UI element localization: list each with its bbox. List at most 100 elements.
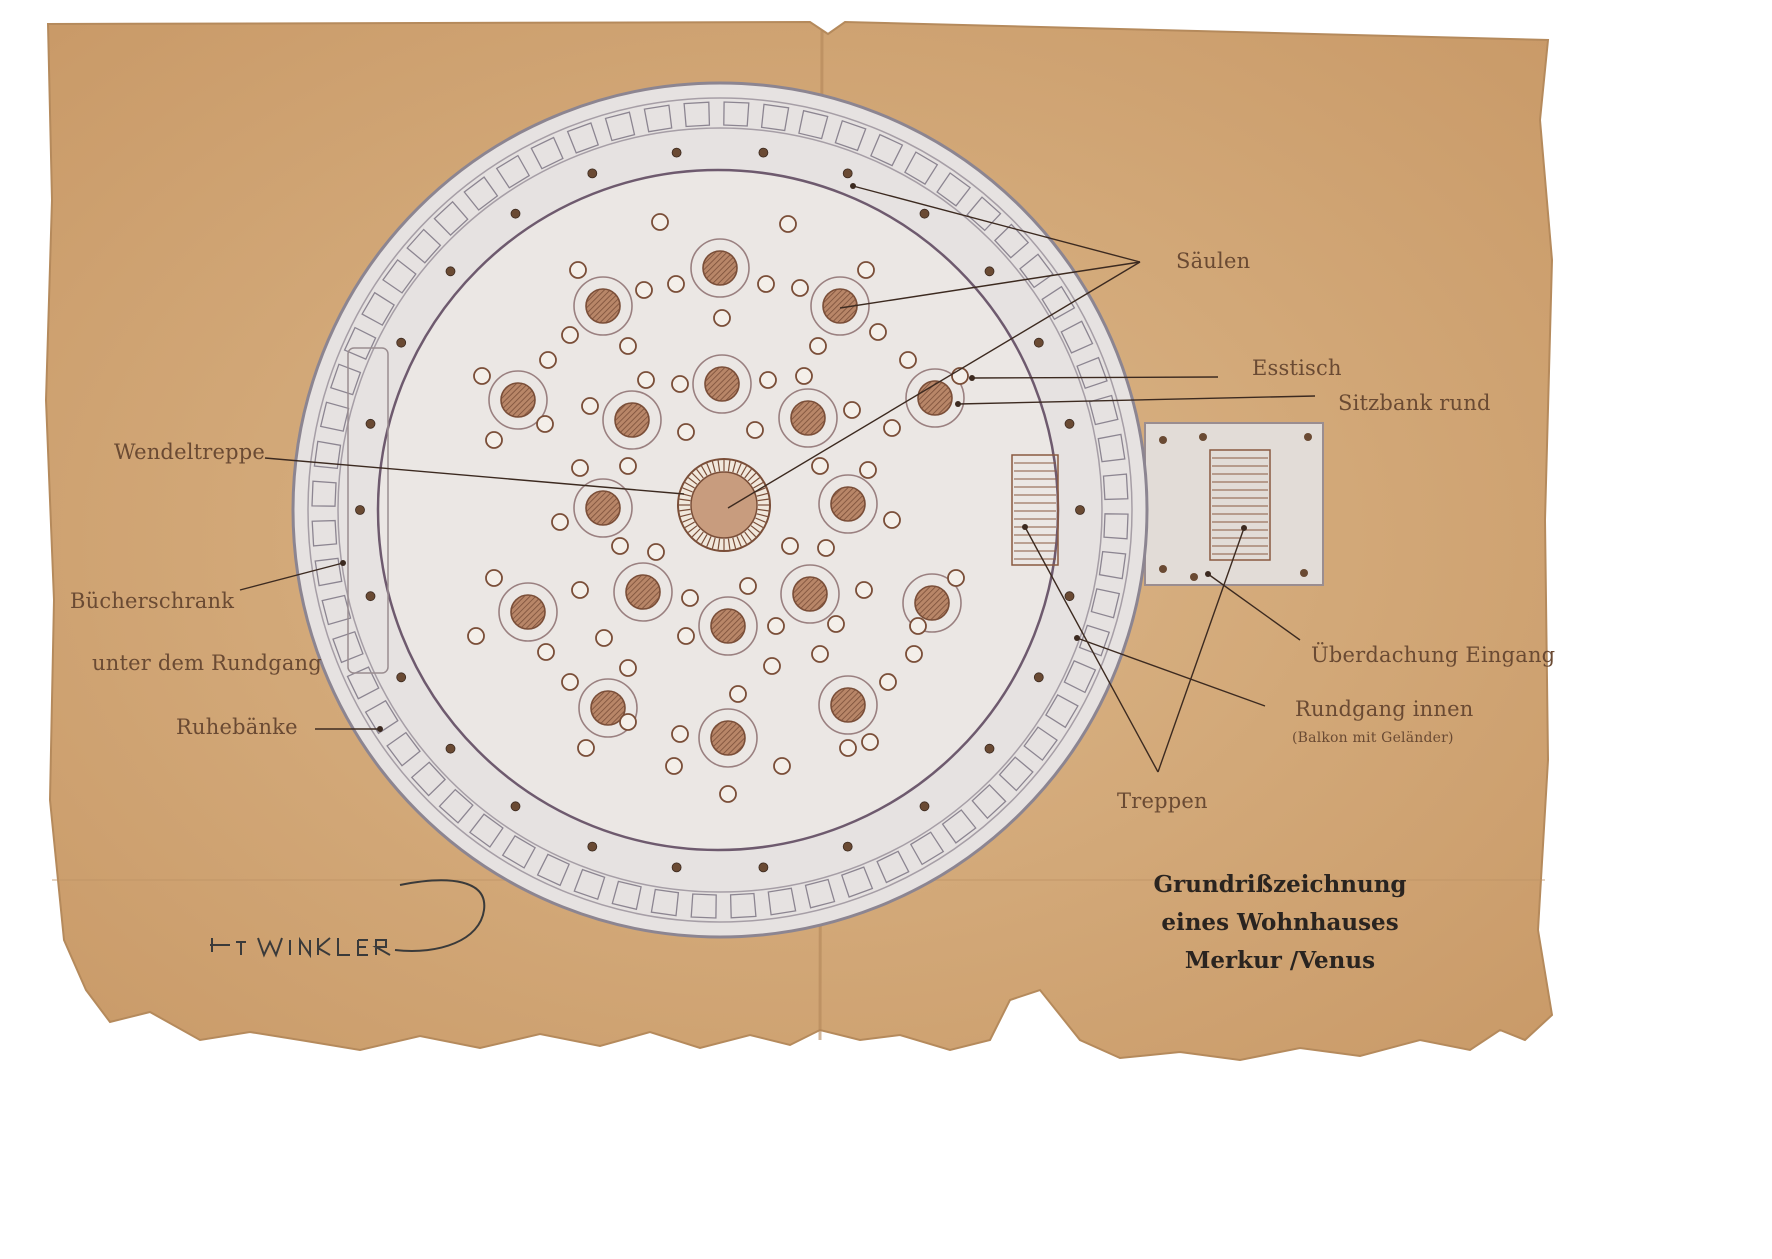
bench-segment — [870, 133, 904, 167]
bench-segment — [1102, 473, 1129, 501]
bench-segment — [767, 887, 797, 916]
bench-segment — [364, 699, 399, 735]
bench-segment — [343, 326, 377, 360]
chair — [947, 569, 965, 587]
bench-segment — [468, 813, 504, 848]
chair — [485, 431, 503, 449]
bench-segment — [760, 103, 790, 132]
chair — [581, 397, 599, 415]
chair — [811, 457, 829, 475]
leader-lines — [239, 185, 1316, 773]
chair — [795, 367, 813, 385]
chair — [671, 375, 689, 393]
bench-segment — [463, 176, 499, 211]
table — [790, 400, 826, 436]
round-bench — [573, 276, 633, 336]
chair — [839, 739, 857, 757]
bench-segment — [840, 866, 874, 898]
chair — [537, 643, 555, 661]
pillar-dot — [1033, 672, 1044, 683]
chair — [811, 645, 829, 663]
bench-segment — [941, 809, 977, 844]
bench-segment — [495, 154, 531, 189]
bench-segment — [998, 756, 1034, 792]
drawing-title: Grundrißzeichnung eines Wohnhauses Merku… — [1150, 866, 1410, 980]
bench-segment — [904, 151, 939, 185]
round-bench — [818, 474, 878, 534]
table — [625, 574, 661, 610]
label-ueberdachung: Überdachung Eingang — [1311, 643, 1556, 667]
floor-plan-svg — [44, 20, 1554, 1062]
floor-plan-drawing: Säulen Esstisch Sitzbank rund Wendeltrep… — [44, 20, 1556, 1062]
bench-segment — [501, 835, 536, 869]
chair — [571, 459, 589, 477]
chair — [859, 461, 877, 479]
pillar-dot — [587, 168, 598, 179]
label-balkon: (Balkon mit Geländer) — [1292, 730, 1454, 746]
chair — [779, 215, 797, 233]
entrance-column — [1159, 436, 1167, 444]
pillar-dot — [842, 841, 853, 852]
chair — [759, 371, 777, 389]
table — [585, 288, 621, 324]
stair-step — [736, 536, 742, 547]
pillar-dot — [587, 841, 598, 852]
round-bench — [818, 675, 878, 735]
chair — [619, 659, 637, 677]
table — [914, 585, 950, 621]
chair — [551, 513, 569, 531]
bench-segment — [1045, 694, 1079, 729]
bench-segment — [410, 761, 447, 797]
entrance-column — [1304, 433, 1312, 441]
table — [710, 720, 746, 756]
chair — [569, 261, 587, 279]
bench-segment — [993, 223, 1030, 259]
entrance-column — [1300, 569, 1308, 577]
pillar-dot — [758, 147, 769, 158]
round-bench — [698, 708, 758, 768]
chair — [637, 371, 655, 389]
stair-step — [744, 468, 752, 479]
bench-segment — [966, 196, 1002, 232]
chair — [713, 309, 731, 327]
pillar-dot — [1033, 337, 1044, 348]
stair-step — [755, 517, 766, 523]
stair-step — [732, 537, 737, 549]
chair — [817, 539, 835, 557]
bench-segment — [406, 228, 442, 264]
pillar-dot — [510, 208, 521, 219]
pillar-dot — [365, 418, 376, 429]
chair — [791, 279, 809, 297]
stair-step — [684, 481, 695, 489]
stair-step — [700, 465, 708, 476]
chair — [746, 421, 764, 439]
resting-benches-ring — [311, 101, 1129, 919]
stair-step — [696, 531, 704, 542]
entrance-column — [1190, 573, 1198, 581]
stair-step — [700, 534, 708, 545]
bench-segment — [438, 788, 474, 824]
stair-step — [682, 487, 693, 493]
table — [830, 486, 866, 522]
pillar-dot — [365, 591, 376, 602]
stairs-left — [1011, 454, 1059, 566]
round-bench — [810, 276, 870, 336]
bench-segment — [798, 109, 829, 140]
stair-step — [740, 534, 748, 545]
bench-segment — [530, 136, 564, 170]
stair-step — [691, 528, 701, 538]
stair-step — [706, 463, 712, 474]
chair — [861, 733, 879, 751]
stair-step — [706, 536, 712, 547]
chair — [883, 511, 901, 529]
stair-step — [753, 481, 764, 489]
pillar-dot — [919, 801, 930, 812]
stair-step — [687, 525, 698, 533]
chair — [473, 367, 491, 385]
bench-segment — [729, 892, 757, 919]
columns-layer — [1159, 433, 1312, 581]
pillar-dot — [510, 801, 521, 812]
label-wendeltreppe: Wendeltreppe — [114, 440, 266, 464]
stair-step — [687, 477, 698, 485]
round-bench — [573, 478, 633, 538]
